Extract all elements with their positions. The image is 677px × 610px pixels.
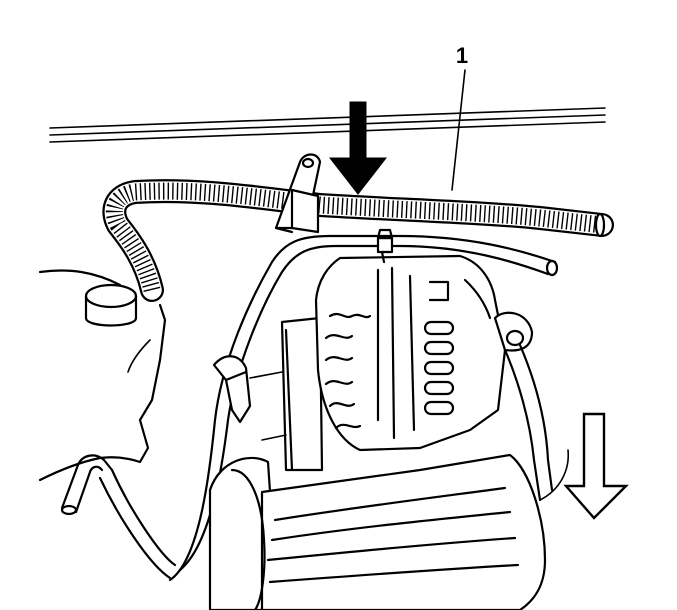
harness-bracket (274, 153, 322, 234)
rear-bracket (249, 316, 324, 472)
alternator (314, 228, 534, 452)
outline-down-arrow (563, 412, 629, 520)
hood-edge-lines (49, 107, 606, 143)
cap (84, 283, 138, 327)
tube-clamp (212, 355, 252, 424)
wiring-harness (102, 179, 614, 302)
callout-label-1: 1 (456, 43, 468, 68)
callout-leader (451, 69, 466, 191)
pulley-housing (208, 449, 570, 610)
lower-left-pipe (60, 454, 177, 580)
right-side-tube (503, 343, 554, 502)
engine-block-left (38, 269, 167, 482)
solid-down-arrow (328, 101, 388, 195)
